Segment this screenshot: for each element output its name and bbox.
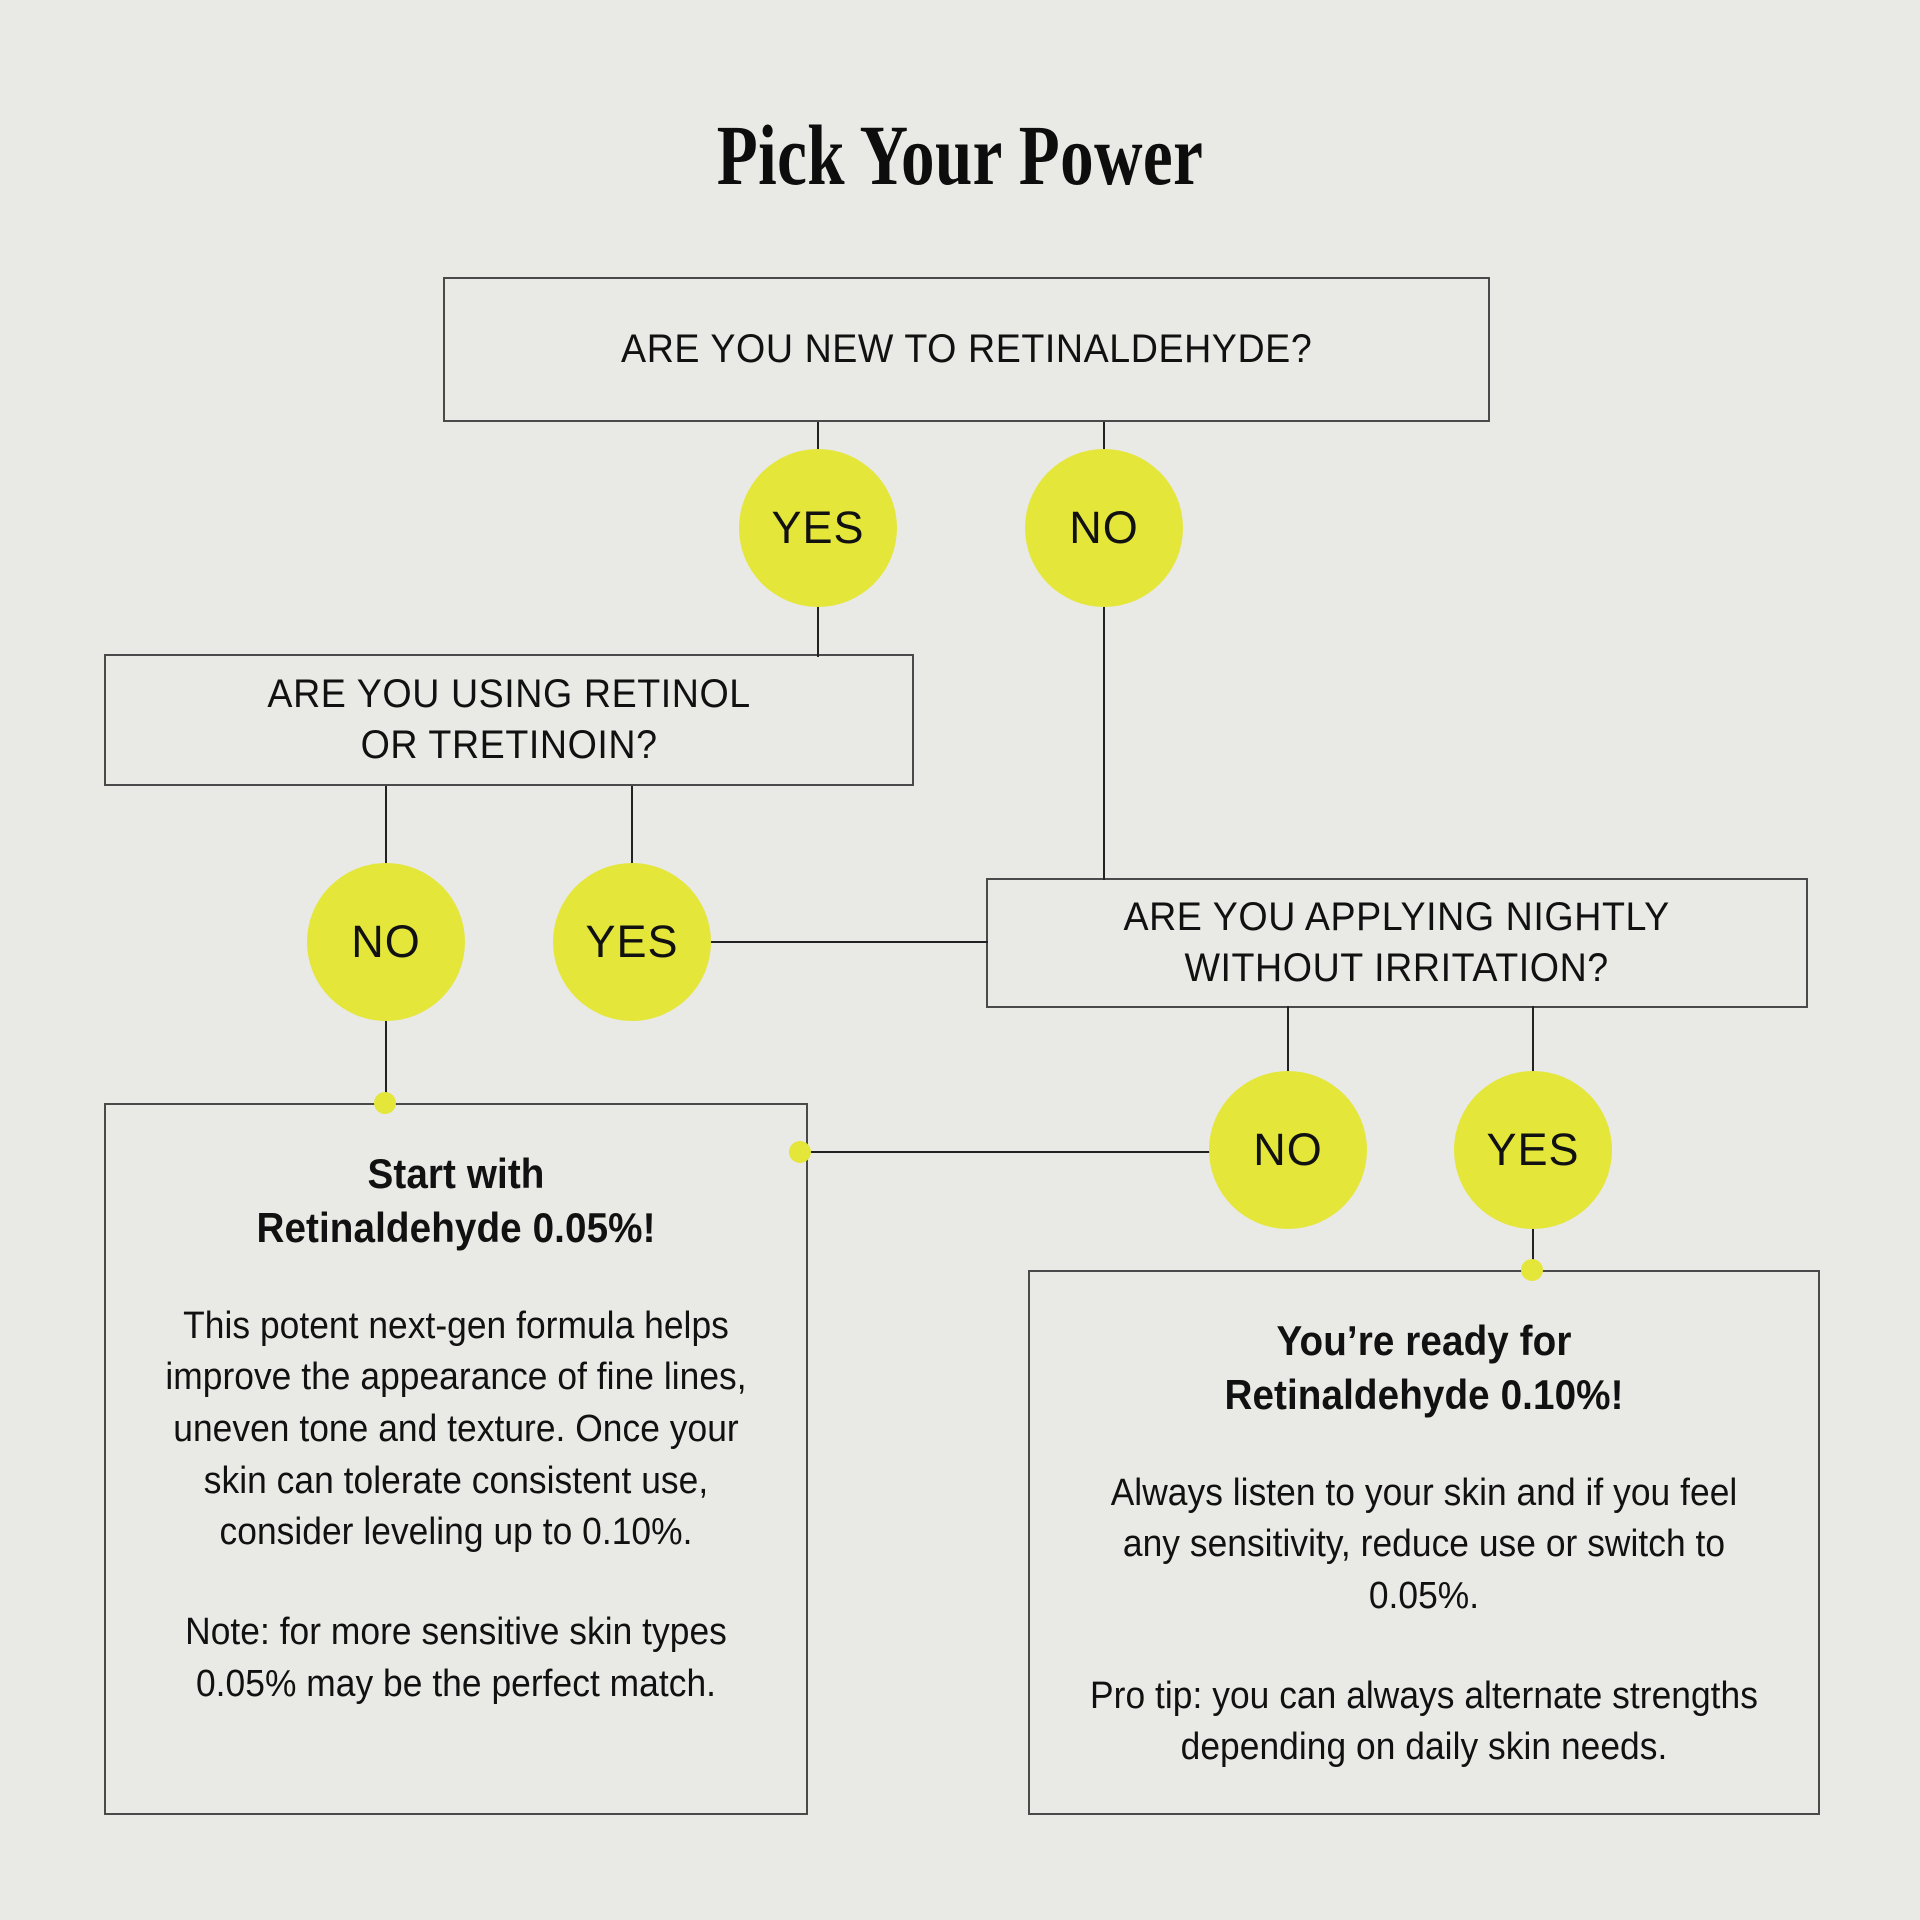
connector-q3-no (1287, 1006, 1289, 1074)
question-text: ARE YOU USING RETINOL OR TRETINOIN? (267, 671, 751, 767)
connector-no-q3 (1103, 605, 1105, 880)
answer-label: YES (585, 916, 679, 967)
result-note: Pro tip: you can always alternate streng… (1090, 1674, 1758, 1769)
result-heading: You’re ready for Retinaldehyde 0.10%! (1224, 1317, 1624, 1418)
connector-yes3-result2 (1532, 1227, 1534, 1273)
answer-circle-q3-no[interactable]: NO (1209, 1071, 1367, 1229)
connector-q1-yes (817, 422, 819, 452)
answer-label: YES (1486, 1124, 1580, 1175)
answer-label: YES (771, 502, 865, 553)
answer-circle-q2-no[interactable]: NO (307, 863, 465, 1021)
connector-no2-result1 (385, 1019, 387, 1105)
question-text: ARE YOU NEW TO RETINALDEHYDE? (620, 326, 1313, 371)
connector-no3-result1 (800, 1151, 1212, 1153)
junction-dot-result1-top (374, 1092, 396, 1114)
result-box-retinaldehyde-005[interactable]: Start with Retinaldehyde 0.05%! This pot… (104, 1103, 808, 1815)
connector-q2-no (385, 786, 387, 866)
question-box-using-retinol-or-tretinoin[interactable]: ARE YOU USING RETINOL OR TRETINOIN? (104, 654, 914, 786)
question-box-applying-nightly[interactable]: ARE YOU APPLYING NIGHTLY WITHOUT IRRITAT… (986, 878, 1808, 1008)
page-title: Pick Your Power (716, 107, 1204, 203)
junction-dot-result2-top (1521, 1259, 1543, 1281)
answer-circle-q2-yes[interactable]: YES (553, 863, 711, 1021)
answer-circle-q1-yes[interactable]: YES (739, 449, 897, 607)
answer-label: NO (351, 916, 421, 967)
connector-yes-q2 (817, 605, 819, 657)
connector-q2-yes (631, 786, 633, 866)
result-note: Note: for more sensitive skin types 0.05… (185, 1610, 727, 1705)
answer-circle-q1-no[interactable]: NO (1025, 449, 1183, 607)
question-box-new-to-retinaldehyde[interactable]: ARE YOU NEW TO RETINALDEHYDE? (443, 277, 1490, 422)
question-text: ARE YOU APPLYING NIGHTLY WITHOUT IRRITAT… (1123, 894, 1671, 990)
connector-q1-no (1103, 422, 1105, 452)
junction-dot-result1-right (789, 1141, 811, 1163)
result-body: This potent next-gen formula helps impro… (165, 1304, 747, 1554)
result-box-retinaldehyde-010[interactable]: You’re ready for Retinaldehyde 0.10%! Al… (1028, 1270, 1820, 1815)
result-heading: Start with Retinaldehyde 0.05%! (256, 1150, 656, 1251)
result-body: Always listen to your skin and if you fe… (1110, 1471, 1738, 1617)
connector-q3-yes (1532, 1006, 1534, 1074)
connector-yes2-q3 (710, 941, 988, 943)
answer-label: NO (1069, 502, 1139, 553)
answer-circle-q3-yes[interactable]: YES (1454, 1071, 1612, 1229)
answer-label: NO (1253, 1124, 1323, 1175)
